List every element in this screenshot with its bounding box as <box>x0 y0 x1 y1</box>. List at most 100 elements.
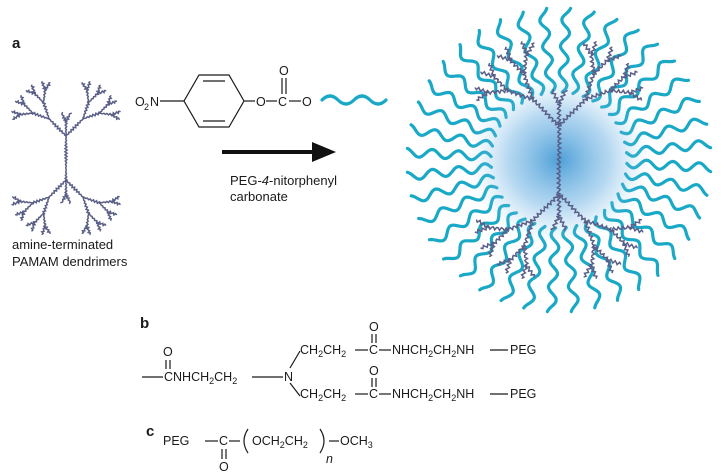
dendrimer-right-branch-7 <box>480 70 495 79</box>
dendrimer-right-branch-6 <box>493 75 509 92</box>
dendrimer-right-branch-53 <box>621 242 631 257</box>
dendrimer-left-branch-9 <box>41 102 50 120</box>
left-chain-text: CNHCH <box>164 370 209 384</box>
dendrimer-right-branch-60 <box>583 264 593 278</box>
upper-tail-2: CH <box>433 343 451 357</box>
dendrimer-right-branch-14 <box>520 41 529 56</box>
peg-structure: PEG C O OCH2CH2 n OCH3 <box>163 428 373 474</box>
nitro-group-sub: 2 <box>144 102 149 112</box>
repeat-unit: OCH2CH2 <box>252 434 308 450</box>
nitro-group-N: N <box>150 95 159 109</box>
reagent-label-suffix: -nitorphenyl <box>269 173 337 188</box>
dendrimer-left-branch-46 <box>65 179 84 198</box>
dendrimer-left-branch-38 <box>25 220 36 227</box>
dendrimer-left-branch-27 <box>107 100 118 106</box>
dendrimer-left-branch-30 <box>110 113 120 121</box>
dendrimer-left-branch-44 <box>11 200 22 206</box>
dendrimer-right-branch-16 <box>558 98 586 127</box>
end-group: OCH3 <box>340 434 373 450</box>
left-chain-sub-1: 2 <box>209 376 214 386</box>
upper-tail-1: NHCH <box>392 343 428 357</box>
dendrimer-label-line1: amine-terminated <box>12 237 113 252</box>
dendrimer-right-branch-2 <box>506 89 534 102</box>
upper-carbonyl-C: C <box>369 343 378 357</box>
repeat-bracket-left <box>243 428 249 454</box>
upper-sub-2: 2 <box>341 349 346 359</box>
benzene-ring <box>183 74 245 128</box>
reaction-arrow <box>222 142 336 162</box>
dendrimer-left-branch-11 <box>25 89 36 96</box>
dendrimer-right-branch-34 <box>525 264 536 278</box>
dendrimer-right-branch-29 <box>628 86 644 95</box>
dendrimer-right-branch-64 <box>556 193 562 217</box>
dendrimer-left-branch-42 <box>14 210 25 216</box>
dendrimer-left-branch-50 <box>110 199 121 207</box>
dendrimer-right-branch-45 <box>475 219 490 229</box>
dendrimer-right-branch-38 <box>496 257 512 267</box>
carbonyl-oxygen: O <box>279 64 289 78</box>
dendrimer-left-branch-65 <box>65 193 72 205</box>
dendrimer-right-branch-13 <box>521 54 529 75</box>
pamam-dendrimer-core <box>474 41 644 279</box>
dendrimer-left-branch-23 <box>96 89 107 96</box>
dendrimer-right-branch-46 <box>558 193 586 222</box>
dendrimer-left-branch-10 <box>34 92 45 104</box>
dendrimer-right-branch-36 <box>508 245 525 261</box>
left-chain: CNHCH2CH2 <box>164 370 237 386</box>
dendrimer-label-line2: PAMAM dendrimers <box>12 254 128 269</box>
dendrimer-left-branch-6 <box>23 102 34 114</box>
dendrimer-left-branch-63 <box>65 112 72 123</box>
dendrimer-right-branch-9 <box>521 73 535 101</box>
dendrimer-left-branch-43 <box>19 199 34 204</box>
dendrimer-left-branch-60 <box>81 224 88 235</box>
dendrimer-left-branch-52 <box>107 210 118 217</box>
dendrimer-right-branch-32 <box>523 219 535 248</box>
dendrimer-left-branch-57 <box>95 221 102 232</box>
dendrimer-left-branch-26 <box>106 95 113 106</box>
reagent-label-prefix: PEG- <box>230 173 262 188</box>
panel-b-label: b <box>140 315 149 332</box>
dendrimer-right-branch-62 <box>551 88 561 105</box>
dendrimer-left-branch-39 <box>32 196 50 205</box>
dendrimer-right-branch-39 <box>507 218 534 232</box>
dendrimer-left-branch-56 <box>96 220 107 227</box>
dendrimer-right-branch-8 <box>487 62 497 78</box>
dendrimer-right-branch-18 <box>588 54 597 75</box>
dendrimer-right-branch-3 <box>487 88 509 96</box>
upper-arm-methylene: CH2CH2 <box>300 343 346 359</box>
dendrimer-left-branch-31 <box>48 179 67 198</box>
dendrimer-left-branch-18 <box>85 89 90 104</box>
repeat-och: OCH <box>252 434 280 448</box>
lower-ch-1: CH <box>300 387 318 401</box>
reagent-label-line2: carbonate <box>230 189 288 204</box>
upper-tail-3: NH <box>456 343 474 357</box>
upper-ch-1: CH <box>300 343 318 357</box>
dendrimer-left-branch-0 <box>63 135 69 181</box>
dendrimer-left-branch-22 <box>95 84 102 95</box>
dendrimer-left-branch-29 <box>110 110 121 116</box>
lower-tail-2: CH <box>433 387 451 401</box>
dendrimer-left-branch-24 <box>82 111 100 120</box>
dendrimer-left-branch-49 <box>110 195 120 203</box>
dendrimer-right-branch-10 <box>509 58 525 75</box>
pamam-dendrimer-small <box>11 81 121 236</box>
dendrimer-right-branch-59 <box>589 264 598 279</box>
dendrimer-left-branch-5 <box>11 109 22 117</box>
upper-ch-2: CH <box>323 343 341 357</box>
dendrimer-left-branch-28 <box>98 112 113 117</box>
ester-oxygen-1: O <box>256 95 266 109</box>
dendrimer-left-branch-47 <box>82 196 101 205</box>
upper-carbonyl-O: O <box>369 320 379 334</box>
dendrimer-left-branch-13 <box>42 89 47 104</box>
upper-tail-sub-2: 2 <box>451 349 456 359</box>
dendrimer-right-branch-63 <box>557 89 568 105</box>
dendrimer-right-branch-20 <box>589 41 598 56</box>
dendrimer-right-branch-33 <box>521 245 530 266</box>
repeat-count-n: n <box>326 452 333 466</box>
upper-tail-sub-1: 2 <box>428 349 433 359</box>
repeat-ch: CH <box>285 434 303 448</box>
nitro-group-O: O <box>135 95 145 109</box>
dendrimer-right-branch-52 <box>623 241 638 250</box>
